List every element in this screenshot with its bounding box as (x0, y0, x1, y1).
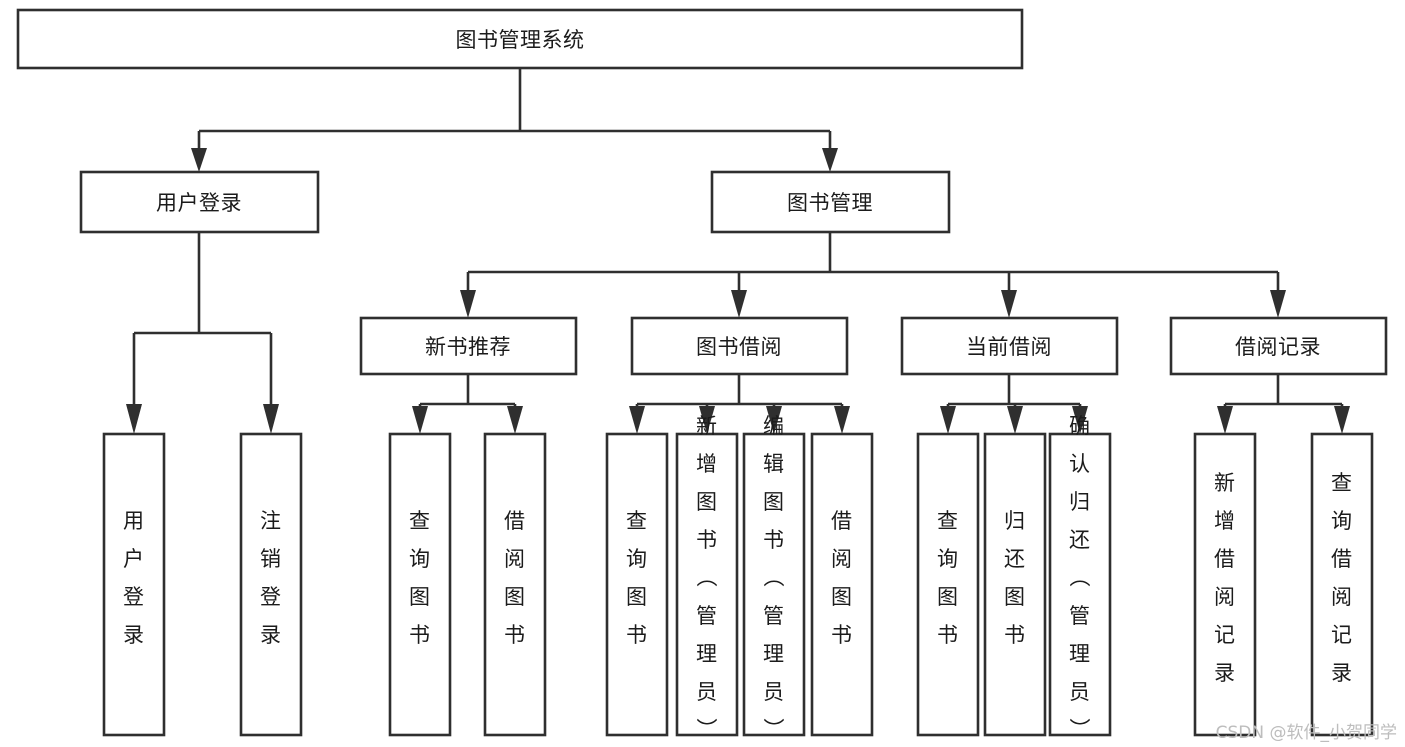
leaf-query-record-box[interactable] (1310, 432, 1374, 737)
arrowhead-leaf-borrow-book-1 (507, 406, 523, 434)
arrowhead-leaf-query-book-3 (940, 406, 956, 434)
leaf-add-book-label: 新增图书（管理员） (696, 414, 718, 742)
leaf-query-record-label: 查询借阅记录 (1331, 471, 1353, 685)
leaf-node-user-login[interactable]: 用户登录 (102, 432, 166, 737)
leaf-nodes: 用户登录 注销登录 查询图书 借阅图书 查询图书 新增图书 (102, 414, 1374, 742)
node-new-book-recommend[interactable]: 新书推荐 (359, 316, 578, 376)
leaf-node-query-book-1[interactable]: 查询图书 (388, 432, 452, 737)
leaf-query-book-3-label: 查询图书 (937, 509, 959, 647)
arrowhead-leaf-query-book-1 (412, 406, 428, 434)
arrowhead-borrow-record (1270, 290, 1286, 318)
arrowhead-book-management (822, 148, 838, 172)
node-user-login[interactable]: 用户登录 (79, 170, 320, 234)
arrowhead-leaf-confirm-return (1072, 406, 1088, 434)
leaf-borrow-book-2-label: 借阅图书 (831, 509, 853, 647)
leaf-query-book-1-box[interactable] (388, 432, 452, 737)
leaf-user-logout-label: 注销登录 (260, 509, 282, 647)
leaf-return-book-box[interactable] (983, 432, 1047, 737)
book-borrow-label: 图书借阅 (696, 335, 782, 359)
leaf-node-user-logout[interactable]: 注销登录 (239, 432, 303, 737)
arrowhead-leaf-edit-book (766, 406, 782, 434)
leaf-node-borrow-book-2[interactable]: 借阅图书 (810, 432, 874, 737)
leaf-query-book-3-box[interactable] (916, 432, 980, 737)
leaf-node-query-book-2[interactable]: 查询图书 (605, 432, 669, 737)
leaf-node-return-book[interactable]: 归还图书 (983, 432, 1047, 737)
new-book-recommend-label: 新书推荐 (425, 335, 511, 359)
arrowhead-book-borrow (731, 290, 747, 318)
book-borrow-box[interactable] (630, 316, 849, 376)
arrowhead-leaf-user-logout (263, 404, 279, 434)
borrow-record-box[interactable] (1169, 316, 1388, 376)
leaf-edit-book-label: 编辑图书（管理员） (763, 414, 785, 742)
current-borrow-box[interactable] (900, 316, 1119, 376)
leaf-add-record-box[interactable] (1193, 432, 1257, 737)
arrowhead-leaf-add-record (1217, 406, 1233, 434)
root-label: 图书管理系统 (456, 28, 585, 52)
connectors (126, 68, 1350, 434)
leaf-node-borrow-book-1[interactable]: 借阅图书 (483, 432, 547, 737)
arrowhead-leaf-query-record (1334, 406, 1350, 434)
user-login-label: 用户登录 (156, 191, 242, 215)
csdn-watermark: CSDN @软件_小贺同学 (1215, 723, 1397, 743)
leaf-node-query-book-3[interactable]: 查询图书 (916, 432, 980, 737)
leaf-query-book-1-label: 查询图书 (409, 509, 431, 647)
leaf-node-confirm-return[interactable]: 确认归还（管理员） (1048, 414, 1112, 742)
leaf-borrow-book-2-box[interactable] (810, 432, 874, 737)
leaf-user-login-label: 用户登录 (123, 509, 145, 647)
node-current-borrow[interactable]: 当前借阅 (900, 316, 1119, 376)
borrow-record-label: 借阅记录 (1235, 335, 1321, 359)
leaf-user-login-box[interactable] (102, 432, 166, 737)
book-management-label: 图书管理 (787, 191, 873, 215)
leaf-add-record-label: 新增借阅记录 (1214, 471, 1236, 685)
arrowhead-leaf-user-login (126, 404, 142, 434)
arrowhead-leaf-add-book (699, 406, 715, 434)
leaf-add-book-box[interactable] (675, 432, 739, 737)
leaf-edit-book-box[interactable] (742, 432, 806, 737)
leaf-borrow-book-1-box[interactable] (483, 432, 547, 737)
leaf-query-book-2-label: 查询图书 (626, 509, 648, 647)
leaf-confirm-return-box[interactable] (1048, 432, 1112, 737)
node-borrow-record[interactable]: 借阅记录 (1169, 316, 1388, 376)
node-book-borrow[interactable]: 图书借阅 (630, 316, 849, 376)
arrowhead-leaf-query-book-2 (629, 406, 645, 434)
leaf-node-add-record[interactable]: 新增借阅记录 (1193, 432, 1257, 737)
user-login-box[interactable] (79, 170, 320, 234)
arrowhead-current-borrow (1001, 290, 1017, 318)
leaf-confirm-return-label: 确认归还（管理员） (1069, 414, 1091, 742)
leaf-node-query-record[interactable]: 查询借阅记录 (1310, 432, 1374, 737)
node-root[interactable]: 图书管理系统 (16, 8, 1024, 70)
arrowhead-new-book-recommend (460, 290, 476, 318)
node-book-management[interactable]: 图书管理 (710, 170, 951, 234)
current-borrow-label: 当前借阅 (966, 335, 1052, 359)
arrowhead-user-login (191, 148, 207, 172)
leaf-query-book-2-box[interactable] (605, 432, 669, 737)
leaf-node-edit-book[interactable]: 编辑图书（管理员） (742, 414, 806, 742)
arrowhead-leaf-borrow-book-2 (834, 406, 850, 434)
root-box[interactable] (16, 8, 1024, 70)
leaf-borrow-book-1-label: 借阅图书 (504, 509, 526, 647)
leaf-user-logout-box[interactable] (239, 432, 303, 737)
book-management-box[interactable] (710, 170, 951, 234)
leaf-return-book-label: 归还图书 (1004, 509, 1026, 647)
leaf-node-add-book[interactable]: 新增图书（管理员） (675, 414, 739, 742)
arrowhead-leaf-return-book (1007, 406, 1023, 434)
new-book-recommend-box[interactable] (359, 316, 578, 376)
